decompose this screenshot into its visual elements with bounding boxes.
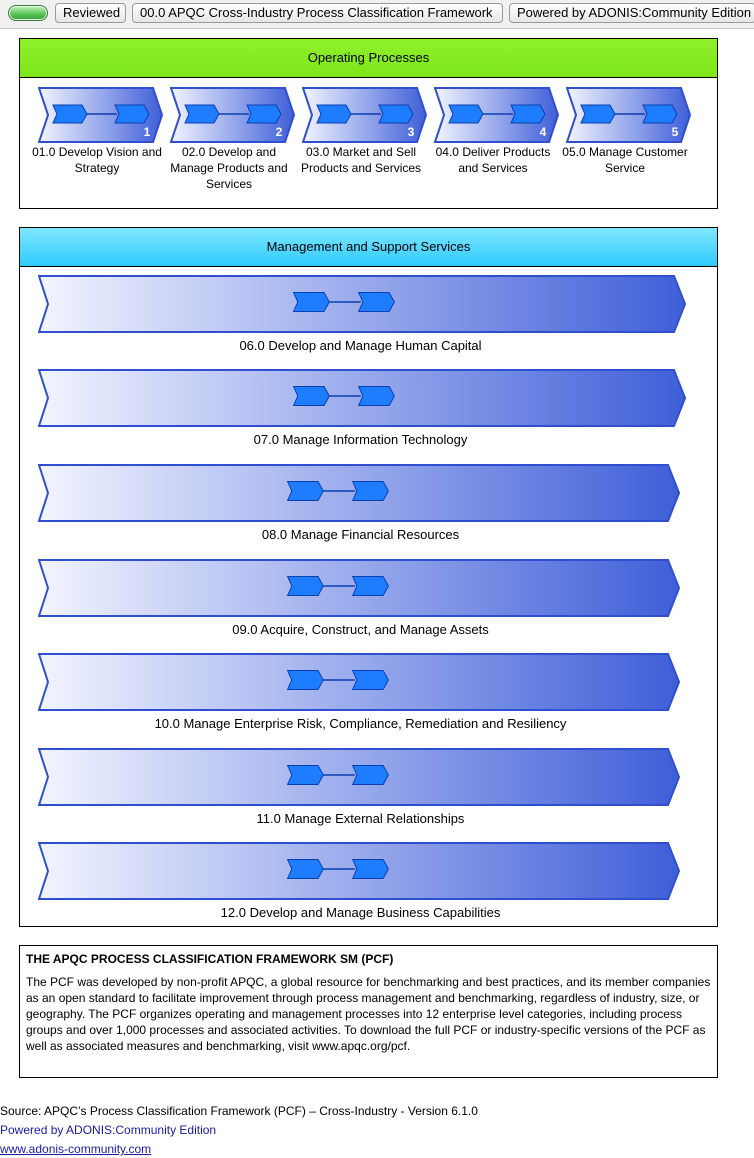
process-number: 6 bbox=[688, 316, 696, 331]
status-badge: Reviewed bbox=[55, 3, 126, 23]
management-support-section: Management and Support Services 6 06.0 De… bbox=[19, 227, 718, 927]
subprocess-box-icon bbox=[286, 859, 324, 879]
process-number: 1 bbox=[143, 125, 151, 139]
process-number: 3 bbox=[407, 125, 415, 139]
top-status-bar: Reviewed 00.0 APQC Cross-Industry Proces… bbox=[0, 0, 754, 29]
process-label: 12.0 Develop and Manage Business Capabil… bbox=[220, 905, 501, 920]
process-label: 08.0 Manage Financial Resources bbox=[261, 527, 460, 542]
subprocess-box-icon bbox=[351, 859, 389, 879]
process-label: 09.0 Acquire, Construct, and Manage Asse… bbox=[232, 622, 489, 637]
management-support-list: 6 06.0 Develop and Manage Human Capital 7 0… bbox=[20, 267, 717, 927]
subprocess-box-icon bbox=[351, 481, 389, 501]
operating-processes-list: 1 01.0 Develop Vision and Strategy 2 02.0 D… bbox=[20, 78, 717, 210]
process-label: 01.0 Develop Vision and Strategy bbox=[32, 145, 162, 175]
process-label: 10.0 Manage Enterprise Risk, Compliance,… bbox=[154, 716, 567, 731]
management-support-title: Management and Support Services bbox=[20, 228, 717, 267]
subprocess-box-icon bbox=[184, 104, 220, 124]
process-number: 5 bbox=[671, 125, 679, 139]
subprocess-box-icon bbox=[448, 104, 484, 124]
pcf-info-title: THE APQC PROCESS CLASSIFICATION FRAMEWOR… bbox=[26, 952, 394, 966]
process-number: 4 bbox=[539, 125, 547, 139]
process-number: 2 bbox=[275, 125, 283, 139]
process-label: 04.0 Deliver Products and Services bbox=[435, 145, 551, 175]
powered-by-link[interactable]: Powered by ADONIS:Community Edition bbox=[0, 1123, 217, 1137]
process-label: 03.0 Market and Sell Products and Servic… bbox=[300, 145, 422, 175]
subprocess-box-icon bbox=[286, 481, 324, 501]
subprocess-box-icon bbox=[351, 765, 389, 785]
powered-by-badge: Powered by ADONIS:Community Edition bbox=[509, 3, 754, 23]
process-number: 7 bbox=[688, 410, 696, 425]
pcf-info-text: The PCF was developed by non-profit APQC… bbox=[26, 975, 711, 1053]
subprocess-box-icon bbox=[114, 104, 150, 124]
process-number: 9 bbox=[682, 600, 690, 615]
process-chevron-icon bbox=[38, 87, 164, 143]
subprocess-box-icon bbox=[52, 104, 88, 124]
process-label: 02.0 Develop and Manage Products and Ser… bbox=[170, 145, 288, 191]
process-label: 11.0 Manage External Relationships bbox=[256, 811, 465, 826]
process-chevron-icon bbox=[170, 87, 296, 143]
subprocess-box-icon bbox=[357, 292, 395, 312]
process-number: 11 bbox=[676, 789, 690, 804]
subprocess-box-icon bbox=[286, 576, 324, 596]
status-indicator-icon bbox=[8, 5, 48, 21]
model-title: 00.0 APQC Cross-Industry Process Classif… bbox=[132, 3, 503, 23]
process-chevron-icon bbox=[302, 87, 428, 143]
subprocess-box-icon bbox=[292, 386, 330, 406]
subprocess-box-icon bbox=[351, 576, 389, 596]
subprocess-box-icon bbox=[351, 670, 389, 690]
operating-processes-title: Operating Processes bbox=[20, 39, 717, 78]
process-label: 07.0 Manage Information Technology bbox=[253, 432, 468, 447]
subprocess-box-icon bbox=[378, 104, 414, 124]
process-label: 05.0 Manage Customer Service bbox=[562, 145, 688, 175]
process-label: 06.0 Develop and Manage Human Capital bbox=[239, 338, 482, 353]
subprocess-box-icon bbox=[292, 292, 330, 312]
process-number: 12 bbox=[675, 883, 690, 898]
subprocess-box-icon bbox=[316, 104, 352, 124]
process-chevron-icon bbox=[566, 87, 692, 143]
subprocess-box-icon bbox=[246, 104, 282, 124]
subprocess-box-icon bbox=[642, 104, 678, 124]
subprocess-box-icon bbox=[286, 765, 324, 785]
adonis-community-link[interactable]: www.adonis-community.com bbox=[0, 1142, 152, 1156]
subprocess-box-icon bbox=[286, 670, 324, 690]
process-chevron-icon bbox=[434, 87, 560, 143]
process-number: 8 bbox=[682, 505, 690, 520]
subprocess-box-icon bbox=[357, 386, 395, 406]
subprocess-box-icon bbox=[510, 104, 546, 124]
process-number: 10 bbox=[675, 694, 690, 709]
pcf-info-box: THE APQC PROCESS CLASSIFICATION FRAMEWOR… bbox=[19, 945, 718, 1078]
source-note: Source: APQC’s Process Classification Fr… bbox=[0, 1104, 478, 1118]
operating-processes-section: Operating Processes 1 01.0 Develop Vision… bbox=[19, 38, 718, 209]
subprocess-box-icon bbox=[580, 104, 616, 124]
